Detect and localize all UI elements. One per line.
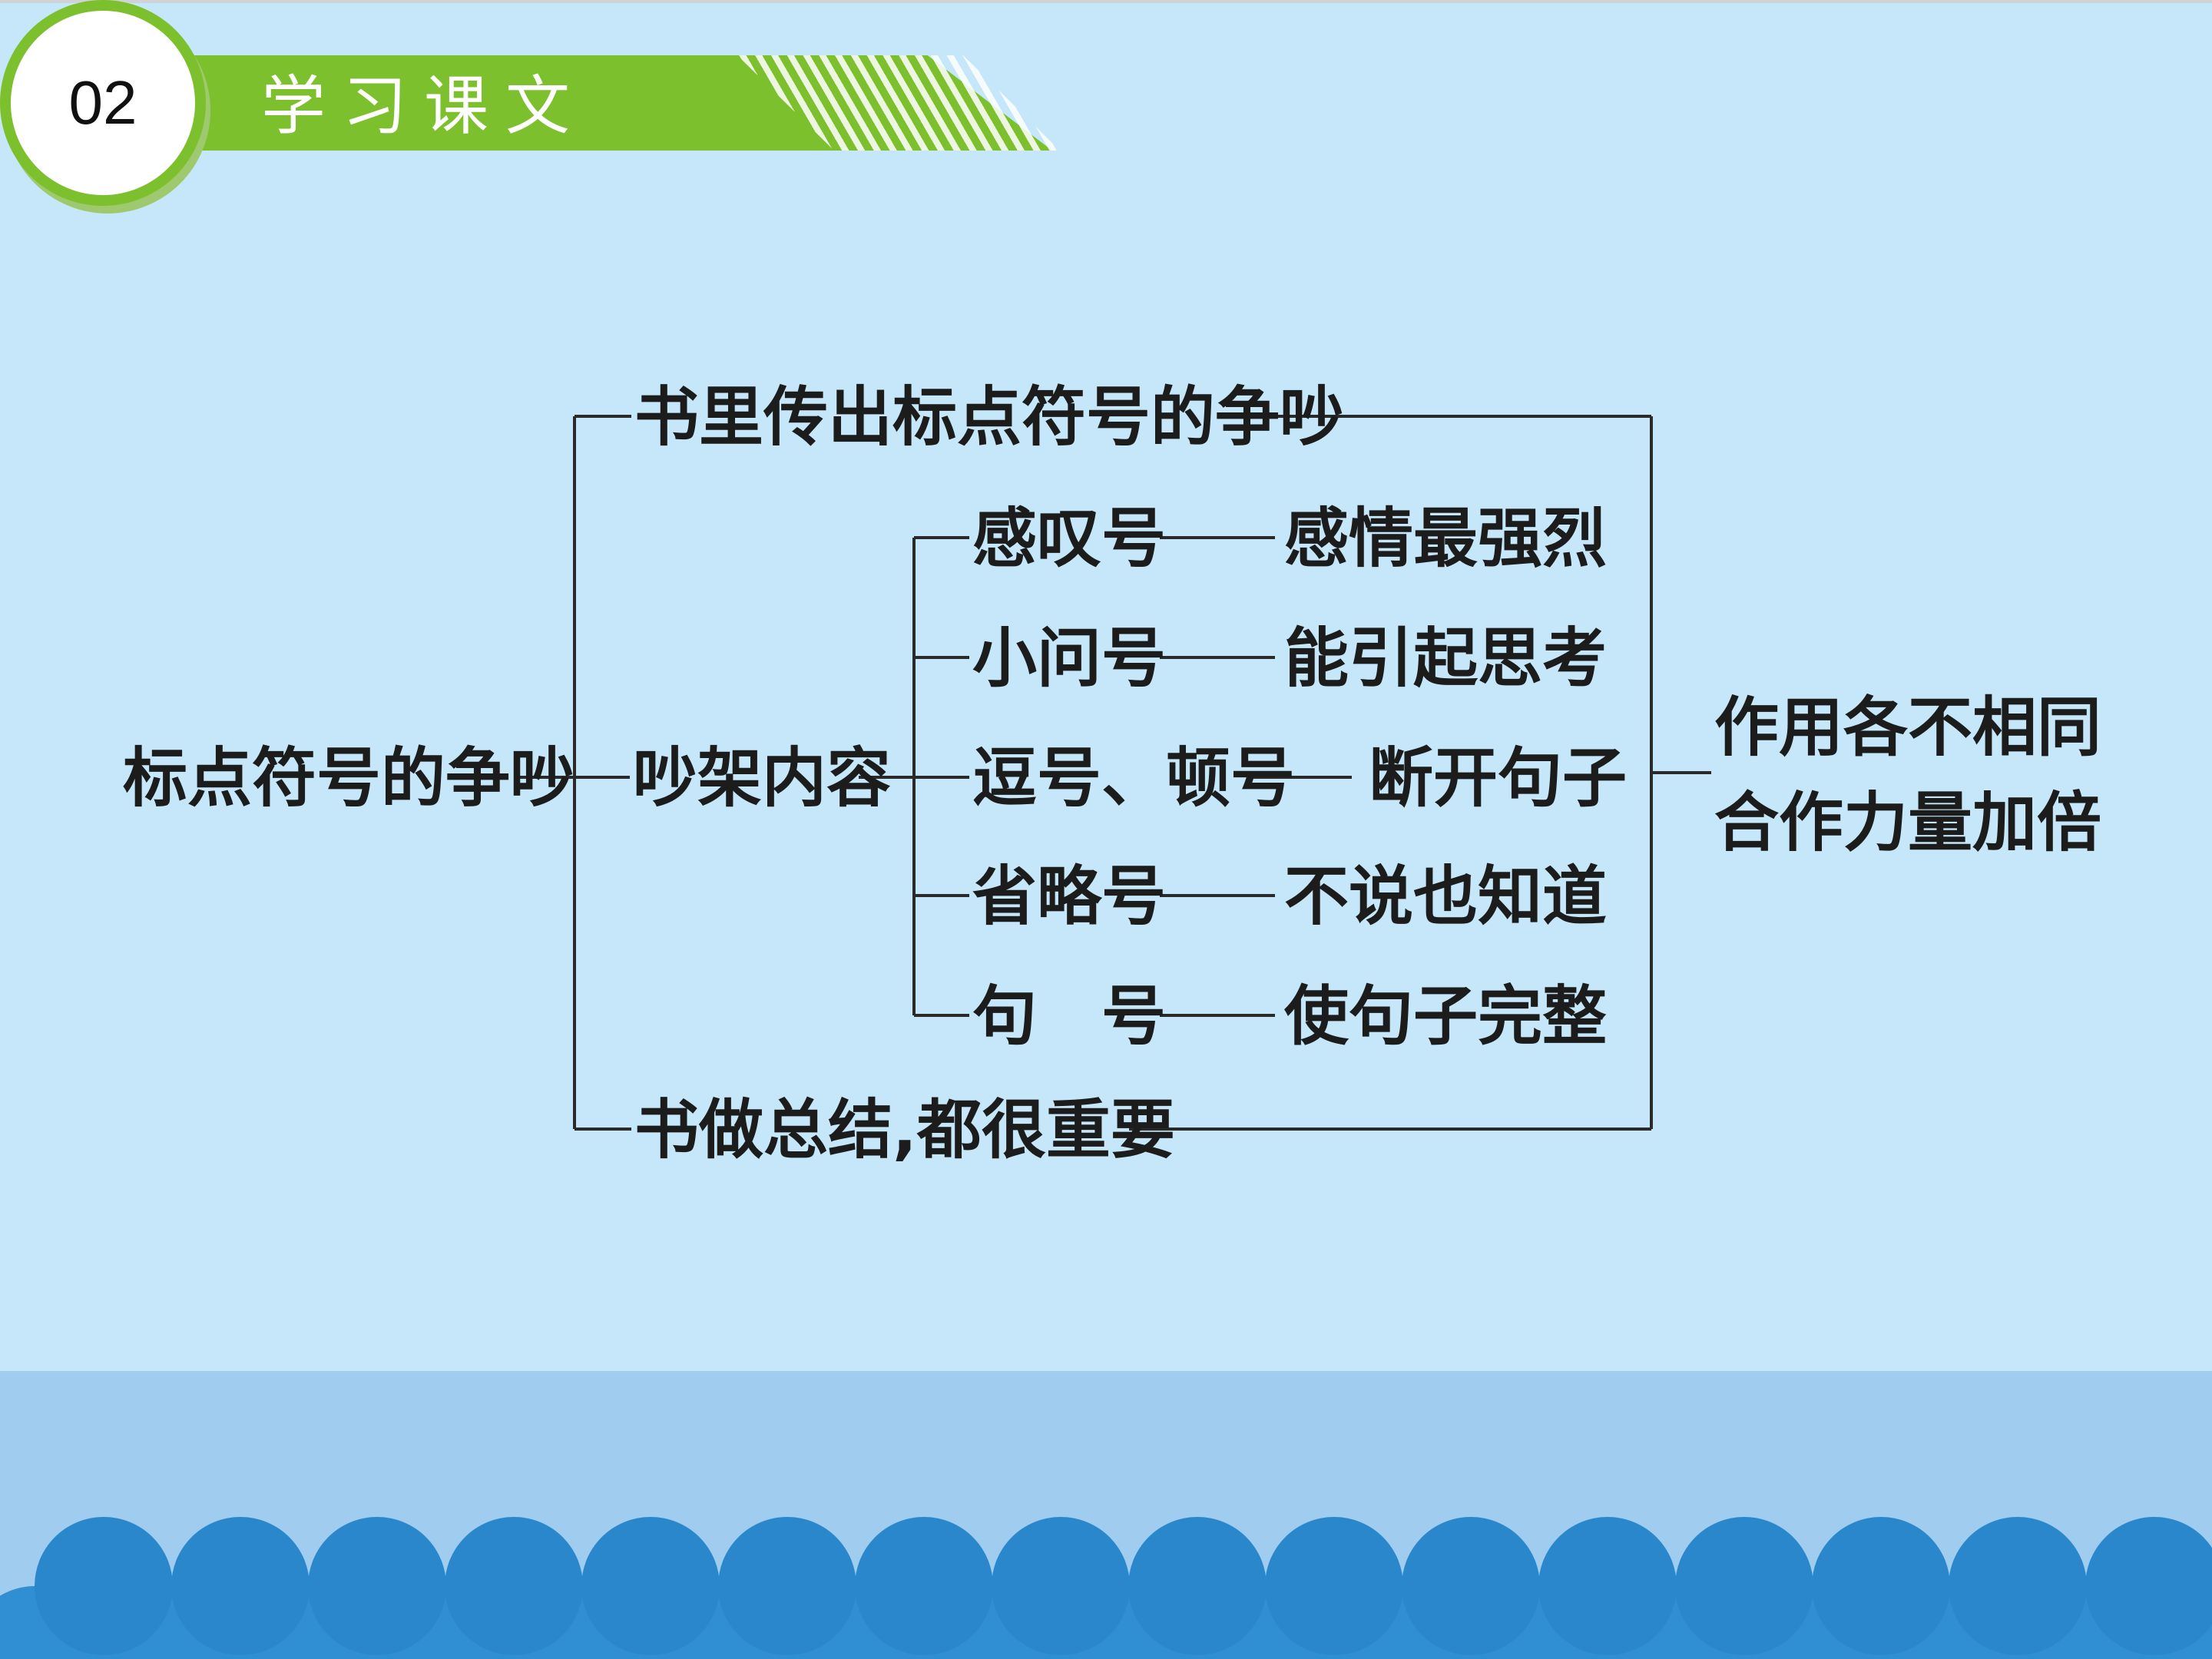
conclusion-line-2: 合作力量加倍 (1714, 785, 2101, 860)
section-number-badge: 02 (11, 11, 195, 195)
item-meaning-3: 断开句子 (1369, 740, 1627, 816)
root-label: 标点符号的争吵 (123, 740, 575, 816)
item-mark-4: 省略号 (972, 859, 1166, 934)
item-meaning-5: 使句子完整 (1284, 979, 1607, 1054)
wave-arc (1538, 1517, 1677, 1655)
wave-arc (1402, 1517, 1540, 1655)
item-meaning-2: 能引起思考 (1284, 621, 1607, 696)
wave-decoration (0, 1517, 2212, 1659)
item-meaning-1: 感情最强烈 (1284, 501, 1607, 576)
top-branch-label: 书里传出标点符号的争吵 (634, 379, 1344, 455)
wave-arc (581, 1517, 720, 1655)
conclusion-line-1: 作用各不相同 (1714, 690, 2101, 765)
wave-arc (35, 1517, 173, 1655)
wave-arc (308, 1517, 446, 1655)
wave-arc (855, 1517, 993, 1655)
item-meaning-4: 不说也知道 (1284, 859, 1607, 934)
structure-diagram: 标点符号的争吵 书里传出标点符号的争吵 吵架内容 书做总结,都很重要 感叹号 感… (123, 379, 2101, 1167)
middle-branch-label: 吵架内容 (633, 740, 891, 816)
item-mark-2: 小问号 (972, 621, 1166, 696)
wave-arc (992, 1517, 1130, 1655)
section-title: 学习课文 (261, 68, 588, 144)
top-border (0, 0, 2212, 3)
item-mark-5: 句 号 (972, 979, 1166, 1054)
bottom-branch-label: 书做总结,都很重要 (634, 1092, 1175, 1167)
item-mark-1: 感叹号 (972, 501, 1166, 576)
wave-arc (1949, 1517, 2087, 1655)
wave-arc (718, 1517, 856, 1655)
wave-arc (445, 1517, 583, 1655)
wave-arc (1812, 1517, 1950, 1655)
section-number: 02 (68, 68, 137, 137)
wave-arc (171, 1517, 310, 1655)
item-mark-3: 逗号、顿号 (972, 740, 1295, 816)
wave-arc (1128, 1517, 1267, 1655)
wave-arc (1675, 1517, 1813, 1655)
wave-arc (2085, 1517, 2212, 1655)
wave-arc (1265, 1517, 1403, 1655)
